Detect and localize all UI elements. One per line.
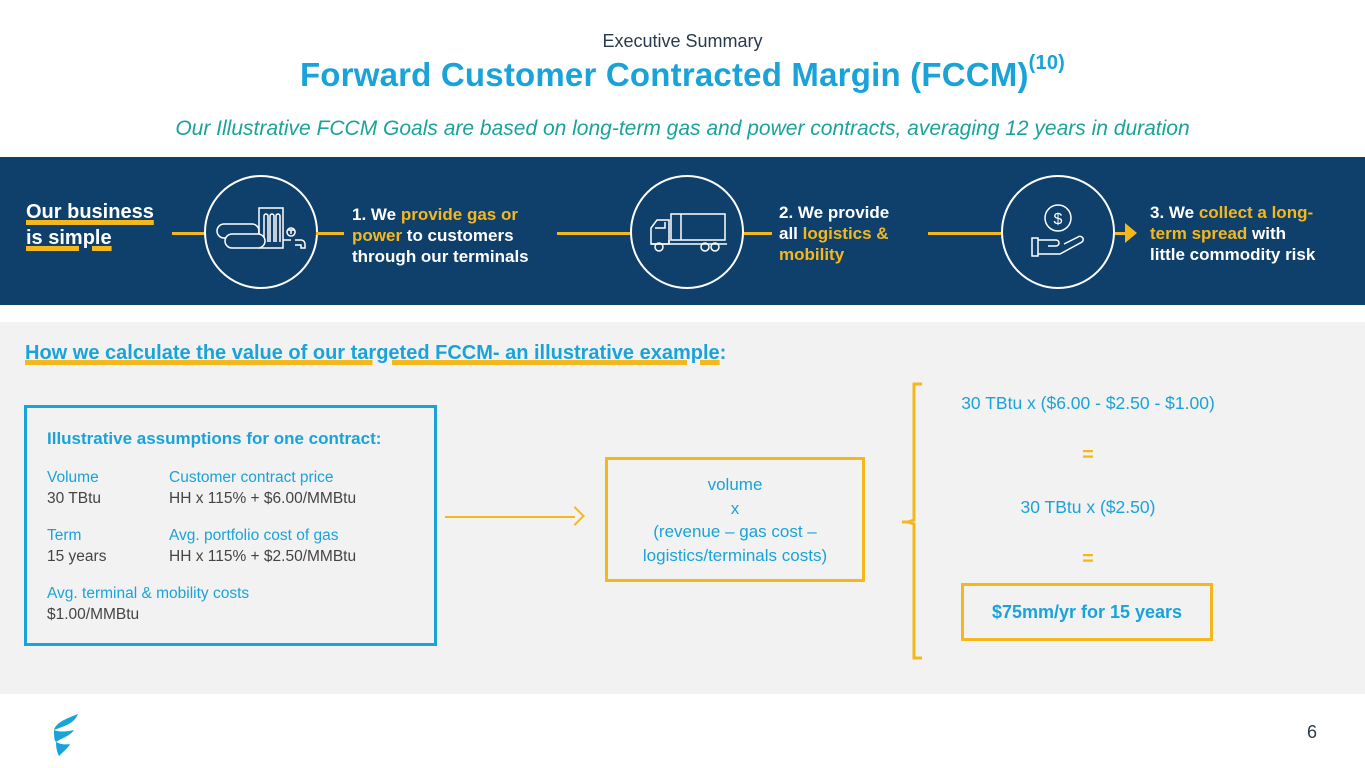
assumptions-title: Illustrative assumptions for one contrac… [47,429,382,448]
assumption-label: Volume [47,469,99,486]
step3-highlight-b: term spread [1150,224,1248,243]
kicker: Executive Summary [602,31,763,51]
flow-arrow [445,516,575,518]
calc-step-2: 30 TBtu x ($2.50) [1020,497,1156,517]
step2-text-a: 2. We provide [779,203,890,222]
company-logo-icon [54,714,78,756]
step1-highlight-a: provide gas or [400,205,518,224]
business-lead-line2: is simple [26,227,112,249]
example-heading-colon: : [719,342,727,364]
assumption-value: $1.00/MMBtu [47,606,140,623]
page-title: Forward Customer Contracted Margin (FCCM… [0,52,1365,94]
formula-line: volume [707,475,763,494]
step2-text: 2. We provide all logistics & mobility [779,202,889,265]
page-title-text: Forward Customer Contracted Margin (FCCM… [299,56,1029,93]
calc-equals-2: = [1082,548,1094,570]
connector-line [928,232,1002,235]
assumption-value: HH x 115% + $2.50/MMBtu [169,548,357,565]
formula-line: x [730,498,740,518]
step3-text-b: with [1247,224,1287,243]
svg-text:$: $ [1054,211,1063,228]
calc-result: $75mm/yr for 15 years [961,583,1213,641]
assumption-label: Term [47,527,82,544]
step3-text-a: 3. We [1150,203,1199,222]
step1-text: 1. We provide gas or power to customers … [352,204,529,267]
connector-line [744,232,772,235]
connector-line [1115,232,1129,235]
formula-line: logistics/terminals costs) [642,545,828,565]
assumption-value: 30 TBtu [47,490,102,507]
formula-line: (revenue – gas cost – [653,522,817,541]
calc-equals-1: = [1082,444,1094,466]
connector-line [316,232,344,235]
step2-text-b: all [779,224,803,243]
curly-brace [902,382,922,660]
flow-arrow-head [565,506,585,526]
step1-circle [204,175,318,289]
arrow-head [1125,223,1137,243]
example-heading-text: How we calculate the value of our target… [25,342,720,364]
truck-icon [650,213,727,252]
page-subtitle: Our Illustrative FCCM Goals are based on… [175,117,1190,140]
assumption-value: HH x 115% + $6.00/MMBtu [169,490,357,507]
step2-highlight-b: mobility [779,245,845,264]
assumption-label: Customer contract price [169,469,334,486]
step1-highlight-b: power [352,226,403,245]
example-heading: How we calculate the value of our target… [25,342,726,365]
page-number: 6 [1306,722,1317,742]
step3-circle: $ [1001,175,1115,289]
hand-dollar-icon: $ [1031,204,1084,257]
formula-box: volume x (revenue – gas cost – logistics… [605,457,865,582]
example-panel: How we calculate the value of our target… [0,322,1365,694]
step2-highlight-a: logistics & [802,224,889,243]
connector-line [172,232,206,235]
business-lead-line1: Our business [26,201,154,223]
calc-step-1: 30 TBtu x ($6.00 - $2.50 - $1.00) [961,393,1215,413]
connector-line [557,232,631,235]
business-banner: Our business is simple 1. We provide gas… [0,157,1365,305]
title-footnote: (10) [1028,52,1066,74]
step3-text: 3. We collect a long- term spread with l… [1150,202,1315,265]
step2-circle [630,175,744,289]
gas-terminal-icon [216,207,306,249]
business-lead: Our business is simple [26,199,154,251]
step1-text-b: to customers [402,226,514,245]
assumption-label: Avg. terminal & mobility costs [47,585,250,602]
assumption-label: Avg. portfolio cost of gas [169,527,339,544]
step3-highlight-a: collect a long- [1198,203,1314,222]
step1-text-c: through our terminals [352,247,529,266]
assumptions-box: Illustrative assumptions for one contrac… [24,405,437,646]
step1-text-a: 1. We [352,205,401,224]
step3-text-c: little commodity risk [1150,245,1316,264]
assumption-value: 15 years [47,548,107,565]
